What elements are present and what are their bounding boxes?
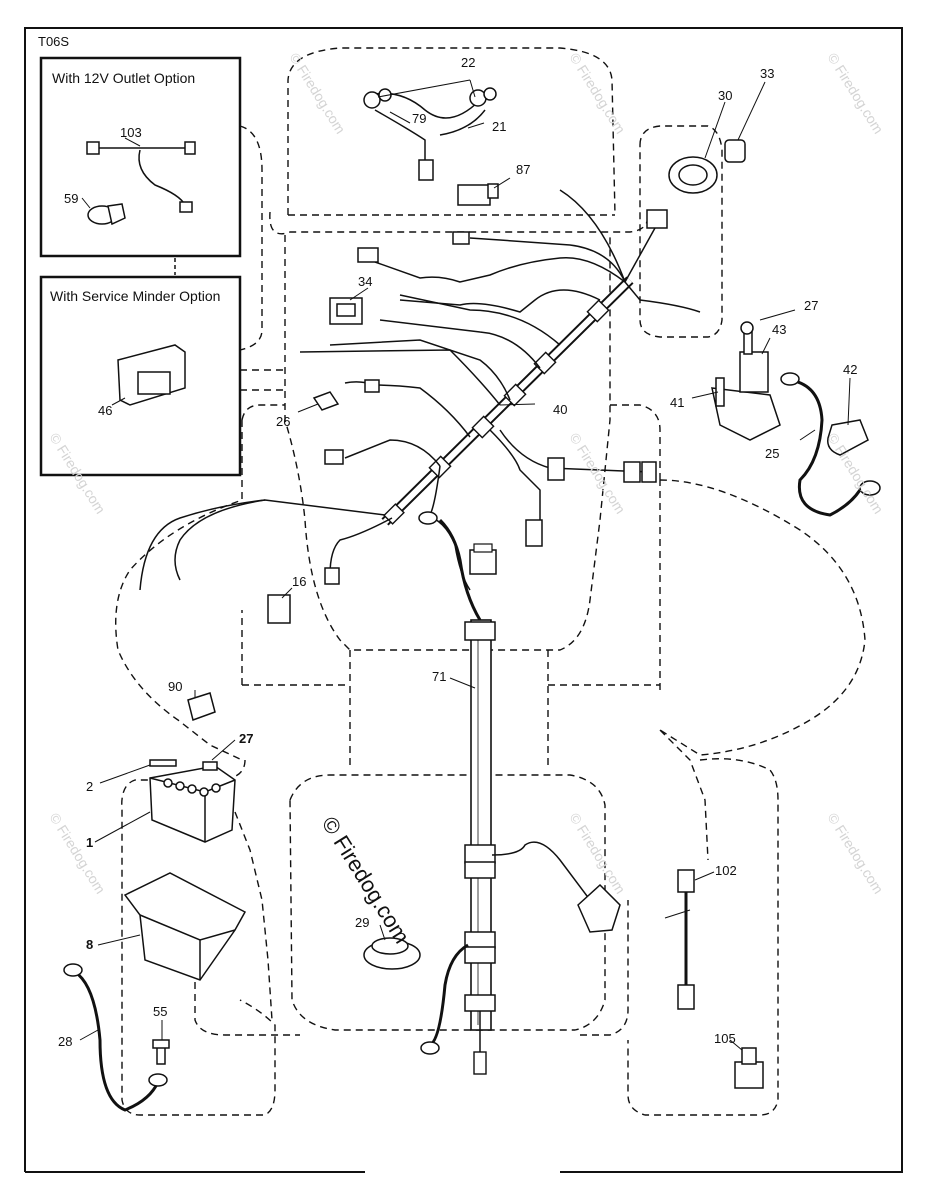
part-label-40: 40 [553,402,568,417]
part-label-41: 41 [670,395,685,410]
part-label-87: 87 [516,162,531,177]
diagram-code: T06S [38,34,70,49]
part-label-29: 29 [355,915,370,930]
part-label-90: 90 [168,679,183,694]
part-label-59: 59 [64,191,79,206]
part-label-33: 33 [760,66,775,81]
part-label-8: 8 [86,937,94,952]
main-harness [381,276,634,526]
part-label-30: 30 [718,88,733,103]
outer-frame [24,27,903,1173]
part-label-2: 2 [86,779,94,794]
option-box-12v-frame [39,56,242,258]
wires [139,189,701,591]
part-label-27-bottom: 27 [239,731,254,746]
part-label-103: 103 [120,125,142,140]
lower-harness [418,511,591,1075]
part-label-16: 16 [292,574,307,589]
part-label-21: 21 [492,119,507,134]
option-box-service-title: With Service Minder Option [50,288,221,304]
part-label-71: 71 [432,669,447,684]
part-label-34: 34 [358,274,373,289]
part-label-22: 22 [461,55,476,70]
part-label-55: 55 [153,1004,168,1019]
part-label-102: 102 [715,863,737,878]
part-label-25: 25 [765,446,780,461]
part-label-43: 43 [772,322,787,337]
part-label-79: 79 [412,111,427,126]
part-label-27-top: 27 [804,298,819,313]
part-label-28: 28 [58,1034,73,1049]
option-box-12v-title: With 12V Outlet Option [52,70,196,86]
part-label-46: 46 [98,403,113,418]
part-label-1: 1 [86,835,94,850]
leader-lines [79,79,851,1051]
part-label-42: 42 [843,362,858,377]
part-label-26: 26 [276,414,291,429]
part-label-105: 105 [714,1031,736,1046]
components [63,87,881,1112]
option-box-service-frame [39,275,242,477]
